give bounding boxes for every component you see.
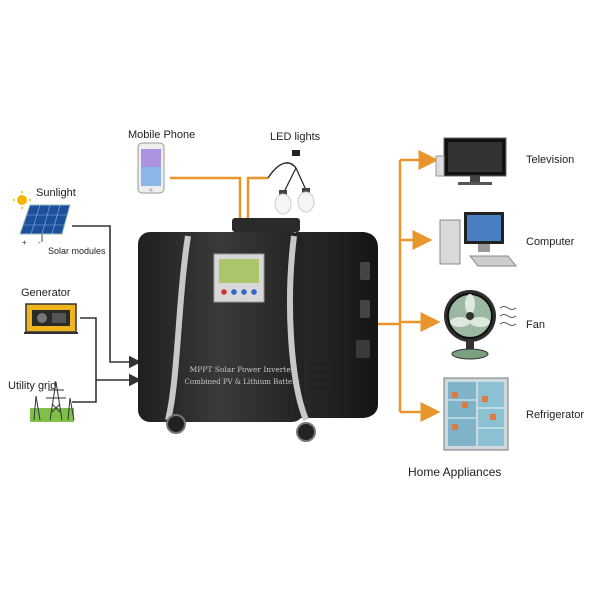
wheel [166, 414, 186, 434]
control-buttons [221, 289, 257, 295]
svg-text:+: + [22, 238, 27, 247]
computer-icon [439, 212, 518, 267]
computer-label: Computer [526, 236, 575, 248]
fan-label: Fan [526, 319, 545, 331]
inverter-subtitle: Combined PV & Lithium Battery [185, 378, 300, 386]
mobile-phone-label: Mobile Phone [128, 129, 195, 141]
solar-modules-label: Solar modules [48, 246, 106, 256]
mobile-phone-icon [137, 142, 165, 194]
fan-icon [444, 290, 517, 360]
power-tower-icon [30, 381, 75, 422]
led-bulb-icon [267, 150, 315, 215]
solar-wire [72, 225, 142, 369]
grid-wire [72, 380, 97, 403]
refrigerator-label: Refrigerator [526, 409, 584, 421]
utility-grid-label: Utility grid [8, 380, 56, 392]
sunlight-label: Sunlight [36, 187, 76, 199]
television-label: Television [526, 154, 574, 166]
inverter-unit: MPPT Solar Power Inverter Combined PV & … [138, 218, 378, 442]
home-appliances-label: Home Appliances [408, 465, 501, 479]
led-lights-label: LED lights [270, 131, 321, 143]
phone-wire [170, 176, 242, 228]
generator-label: Generator [21, 287, 71, 299]
generator-icon [24, 303, 78, 334]
refrigerator-icon [443, 377, 509, 451]
lcd-screen [219, 259, 259, 283]
television-icon [435, 137, 507, 185]
generator-wire [80, 317, 142, 387]
sun-icon [13, 191, 31, 209]
led-wire [246, 176, 268, 228]
wheel [296, 422, 316, 442]
solar-panel-icon: + - [19, 204, 71, 247]
svg-text:-: - [38, 238, 41, 247]
output-wires [170, 150, 441, 422]
input-wires [72, 225, 142, 403]
inverter-title: MPPT Solar Power Inverter [190, 365, 295, 374]
